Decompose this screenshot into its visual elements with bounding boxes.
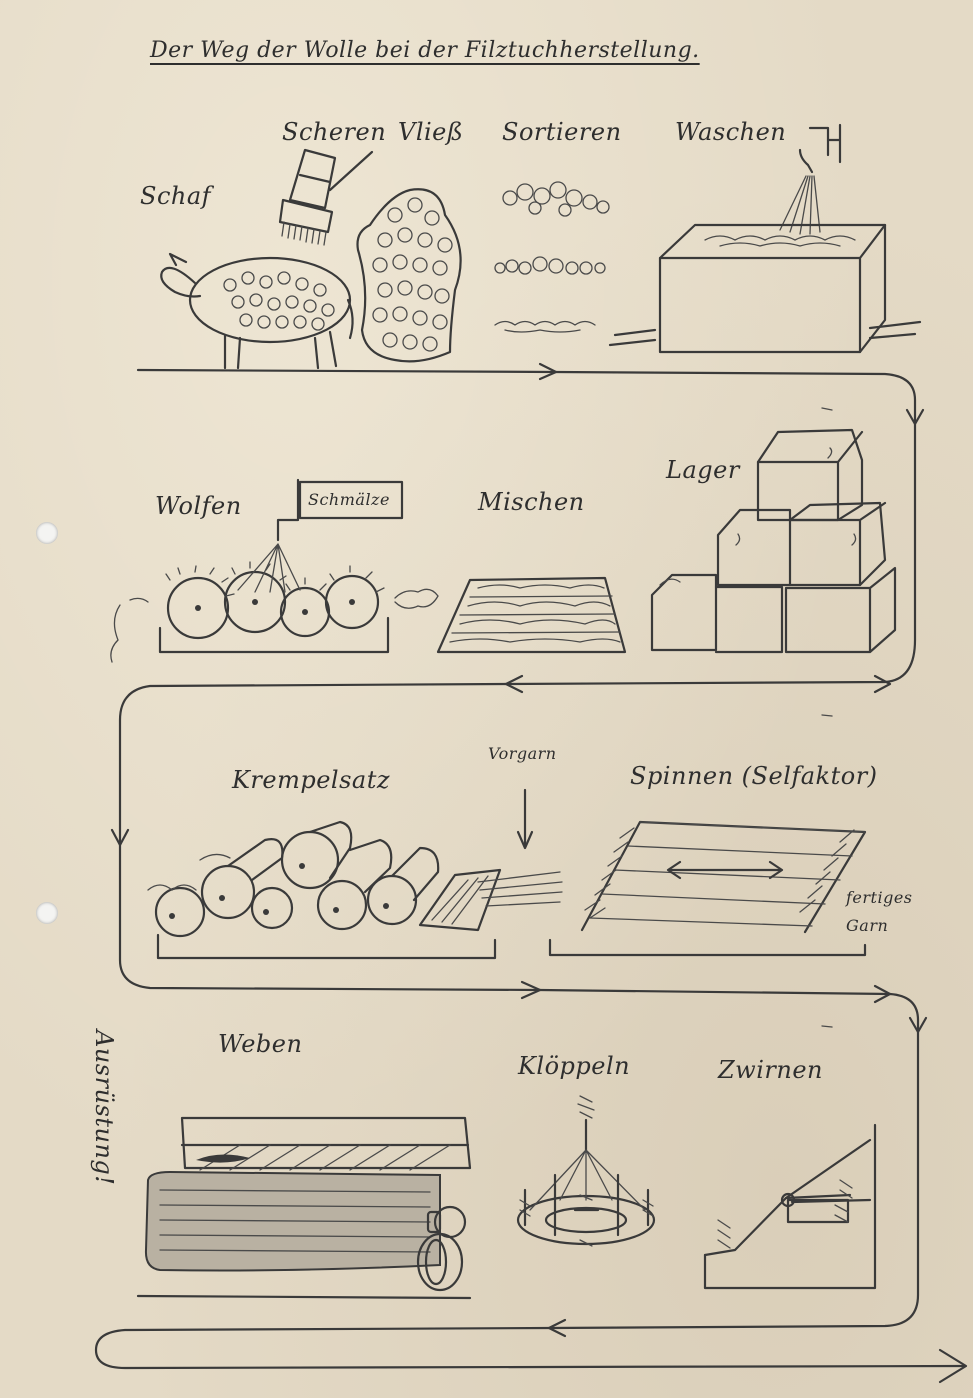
label-ausruestung: Ausrüstung! — [90, 1030, 118, 1186]
connector-4-end — [94, 1030, 967, 1370]
label-vliess: Vließ — [398, 118, 464, 146]
storage-bales-drawing — [650, 428, 897, 654]
twisting-machine-drawing — [703, 1123, 877, 1290]
punch-hole-bottom — [36, 902, 58, 924]
washing-trough-drawing — [608, 123, 922, 354]
carding-machine-drawing — [147, 788, 563, 960]
page-title: Der Weg der Wolle bei der Filztuchherste… — [150, 38, 700, 63]
label-kloeppeln: Klöppeln — [518, 1052, 631, 1080]
connector-3-4 — [118, 682, 542, 992]
label-schaf: Schaf — [140, 182, 212, 210]
mixing-tray-drawing — [436, 576, 627, 654]
label-zwirnen: Zwirnen — [718, 1056, 823, 1084]
sheep-drawing — [160, 252, 354, 370]
label-vorgarn: Vorgarn — [488, 744, 557, 763]
label-fertiges-garn: fertiges Garn — [846, 888, 913, 935]
wolf-machine-drawing — [110, 478, 439, 663]
shearing-clipper-drawing — [278, 148, 374, 246]
fleece-drawing — [356, 188, 462, 363]
connector-1-2 — [553, 370, 917, 422]
label-weben: Weben — [218, 1030, 303, 1058]
label-krempelsatz: Krempelsatz — [232, 766, 391, 794]
label-lager: Lager — [666, 456, 740, 484]
label-mischen: Mischen — [478, 488, 585, 516]
bobbin-lace-drawing — [516, 1095, 656, 1247]
label-spinnen: Spinnen (Selfaktor) — [630, 762, 878, 790]
spinning-mule-drawing — [548, 820, 867, 957]
label-wolfen: Wolfen — [155, 492, 242, 520]
sorted-wool-piles-drawing — [494, 181, 610, 333]
label-waschen: Waschen — [675, 118, 787, 146]
label-sortieren: Sortieren — [502, 118, 622, 146]
weaving-loom-drawing — [136, 1116, 472, 1300]
punch-hole-top — [36, 522, 58, 544]
label-schmaelze: Schmälze — [308, 490, 390, 509]
row1-baseline — [136, 368, 557, 374]
label-scheren: Scheren — [282, 118, 387, 146]
